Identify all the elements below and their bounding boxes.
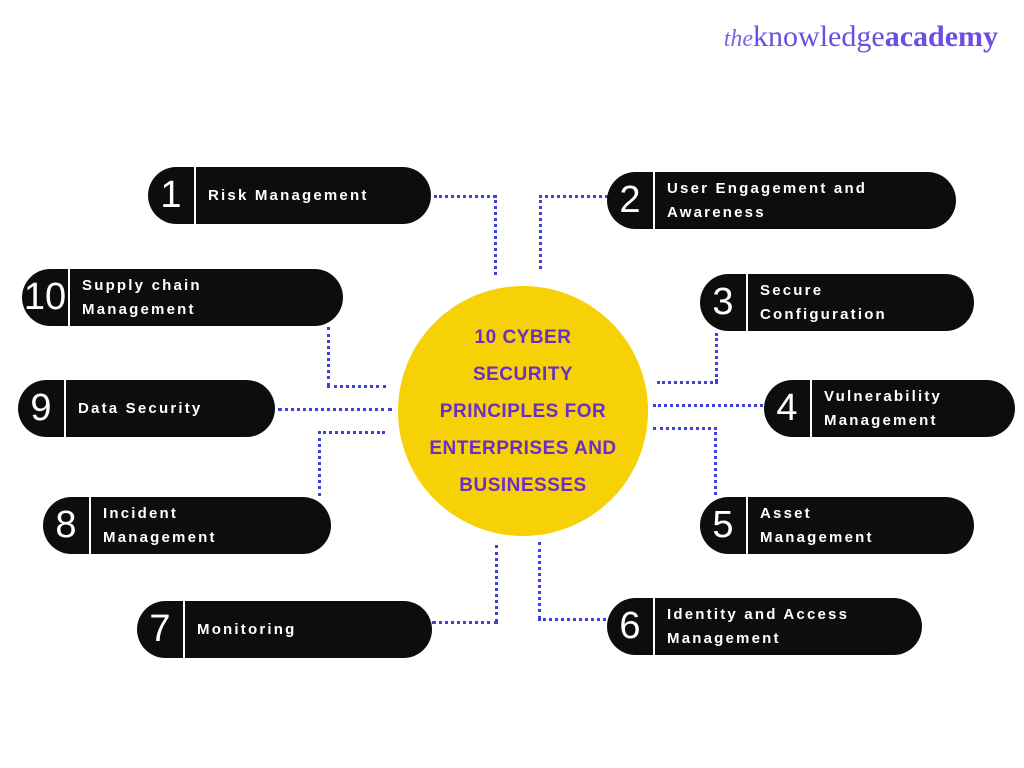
center-title-line: 10 CYBER bbox=[474, 326, 572, 348]
label-line: Incident bbox=[103, 504, 179, 522]
principle-pill-9: 9 Data Security bbox=[18, 380, 275, 437]
label-line: User Engagement and bbox=[667, 179, 868, 197]
principle-label: Identity and Access Management bbox=[655, 598, 922, 655]
label-line: Management bbox=[667, 629, 781, 647]
principle-label: Risk Management bbox=[196, 167, 431, 224]
connector-6 bbox=[538, 542, 541, 619]
connector-10 bbox=[327, 327, 330, 386]
principle-pill-10: 10 Supply chain Management bbox=[22, 269, 343, 326]
center-title-line: SECURITY bbox=[472, 363, 574, 385]
connector-1 bbox=[434, 195, 496, 198]
principle-number: 5 bbox=[700, 497, 748, 554]
center-circle: 10 CYBER SECURITY PRINCIPLES FOR ENTERPR… bbox=[398, 286, 648, 536]
label-line: Monitoring bbox=[197, 620, 297, 638]
connector-1 bbox=[494, 195, 497, 275]
principle-pill-1: 1 Risk Management bbox=[148, 167, 431, 224]
label-line: Asset bbox=[760, 504, 812, 522]
connector-6 bbox=[538, 618, 606, 621]
connector-2 bbox=[539, 195, 542, 269]
center-title-line: PRINCIPLES FOR bbox=[439, 400, 607, 422]
principle-label: Monitoring bbox=[185, 601, 432, 658]
label-line: Management bbox=[103, 528, 217, 546]
connector-9 bbox=[278, 408, 392, 411]
principle-label: Asset Management bbox=[748, 497, 974, 554]
label-line: Awareness bbox=[667, 203, 766, 221]
principle-label: Incident Management bbox=[91, 497, 331, 554]
principle-pill-3: 3 Secure Configuration bbox=[700, 274, 974, 331]
principle-number: 2 bbox=[607, 172, 655, 229]
connector-3 bbox=[715, 333, 718, 382]
label-line: Management bbox=[824, 411, 938, 429]
principle-number: 9 bbox=[18, 380, 66, 437]
label-line: Risk Management bbox=[208, 186, 369, 204]
logo-the: the bbox=[723, 26, 754, 52]
principle-label: Vulnerability Management bbox=[812, 380, 1015, 437]
connector-5 bbox=[653, 427, 717, 430]
principle-label: Data Security bbox=[66, 380, 275, 437]
connector-10 bbox=[327, 385, 386, 388]
label-line: Management bbox=[82, 300, 196, 318]
connector-4 bbox=[653, 404, 763, 407]
logo-academy: academy bbox=[884, 20, 998, 53]
connector-7 bbox=[432, 621, 498, 624]
label-line: Vulnerability bbox=[824, 387, 943, 405]
principle-number: 10 bbox=[22, 269, 70, 326]
connector-5 bbox=[714, 427, 717, 495]
principle-pill-5: 5 Asset Management bbox=[700, 497, 974, 554]
principle-number: 6 bbox=[607, 598, 655, 655]
principle-pill-4: 4 Vulnerability Management bbox=[764, 380, 1015, 437]
connector-8 bbox=[318, 431, 321, 496]
label-line: Identity and Access bbox=[667, 605, 850, 623]
connector-8 bbox=[318, 431, 385, 434]
label-line: Management bbox=[760, 528, 874, 546]
center-title-line: ENTERPRISES AND bbox=[429, 437, 617, 459]
principle-pill-8: 8 Incident Management bbox=[43, 497, 331, 554]
connector-7 bbox=[495, 545, 498, 622]
brand-logo: theknowledgeacademy bbox=[724, 20, 998, 59]
label-line: Data Security bbox=[78, 399, 203, 417]
label-line: Supply chain bbox=[82, 276, 202, 294]
principle-label: Secure Configuration bbox=[748, 274, 974, 331]
logo-knowledge: knowledge bbox=[753, 20, 885, 53]
principle-number: 1 bbox=[148, 167, 196, 224]
principle-number: 4 bbox=[764, 380, 812, 437]
principle-pill-7: 7 Monitoring bbox=[137, 601, 432, 658]
principle-number: 7 bbox=[137, 601, 185, 658]
label-line: Secure bbox=[760, 281, 824, 299]
center-title-line: BUSINESSES bbox=[459, 474, 587, 496]
principle-label: User Engagement and Awareness bbox=[655, 172, 956, 229]
principle-label: Supply chain Management bbox=[70, 269, 343, 326]
connector-3 bbox=[657, 381, 718, 384]
principle-number: 3 bbox=[700, 274, 748, 331]
label-line: Configuration bbox=[760, 305, 887, 323]
principle-pill-2: 2 User Engagement and Awareness bbox=[607, 172, 956, 229]
principle-pill-6: 6 Identity and Access Management bbox=[607, 598, 922, 655]
principle-number: 8 bbox=[43, 497, 91, 554]
connector-2 bbox=[539, 195, 608, 198]
